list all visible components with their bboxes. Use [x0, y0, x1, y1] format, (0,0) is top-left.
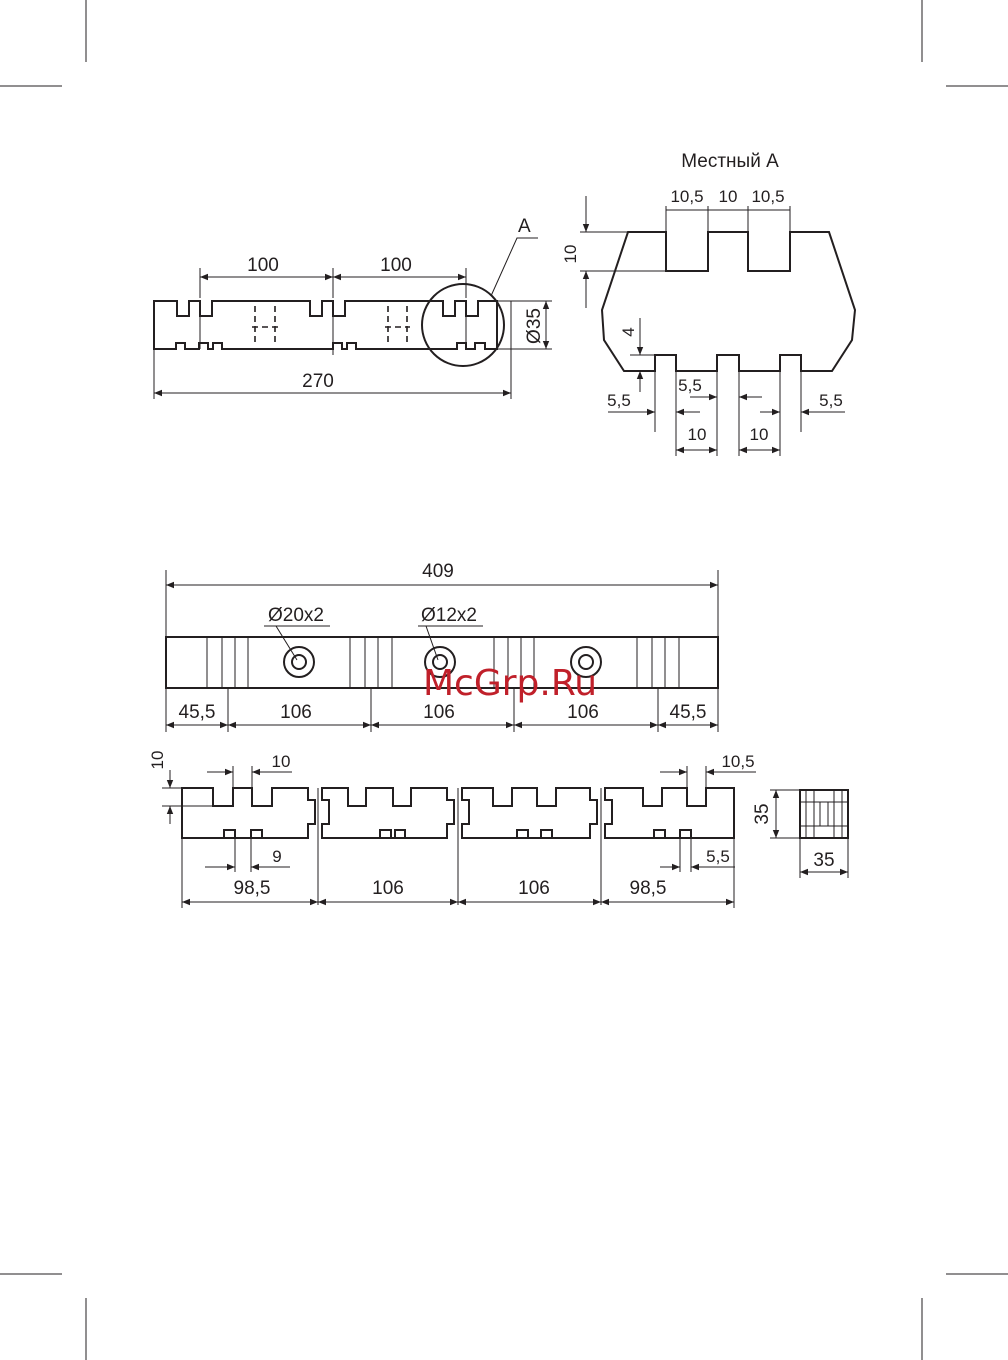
detail-a: Местный А 10,5 10 10,5 10 4 [561, 151, 855, 456]
dim-bottom-w2: 10 [750, 425, 769, 444]
dim-overall-length: 270 [302, 371, 334, 392]
watermark: McGrp.Ru [423, 663, 597, 704]
dim-plan-seg-3: 106 [423, 702, 455, 723]
callout-a-label: A [518, 216, 531, 237]
detail-a-title: Местный А [681, 151, 779, 172]
dim-top-2: 10 [719, 187, 738, 206]
dim-pitch-1: 100 [247, 255, 279, 276]
dim-front-seg-4: 98,5 [630, 878, 667, 899]
dim-bottom-w1: 10 [688, 425, 707, 444]
end-view-outline [800, 790, 848, 838]
dim-top-3: 10,5 [751, 187, 784, 206]
detail-a-circle [422, 284, 504, 366]
dim-end-width: 35 [813, 850, 834, 871]
end-view: 35 35 [752, 790, 848, 878]
dim-bottom-depth: 4 [619, 327, 638, 336]
front-view: 10 10 10,5 9 5,5 98,5 106 106 [148, 751, 756, 908]
dim-diameter: Ø35 [524, 308, 545, 344]
dim-front-bottom-slot: 9 [272, 847, 281, 866]
dim-plan-overall: 409 [422, 561, 454, 582]
dim-front-seg-2: 106 [372, 878, 404, 899]
top-view-outline [154, 301, 497, 349]
dim-height: 10 [561, 245, 580, 264]
dim-right-offset: 5,5 [819, 391, 843, 410]
front-view-outline [182, 788, 315, 838]
dim-front-seg-1: 98,5 [234, 878, 271, 899]
label-hole-small: Ø12x2 [421, 605, 477, 626]
dim-front-seg-3: 106 [518, 878, 550, 899]
label-hole-large: Ø20x2 [268, 605, 324, 626]
dim-end-height: 35 [752, 803, 773, 824]
dim-plan-seg-5: 45,5 [670, 702, 707, 723]
top-view: A 100 100 270 Ø35 [154, 216, 552, 399]
dim-mid-offset: 5,5 [678, 376, 702, 395]
dim-front-slot-width-right: 10,5 [721, 752, 754, 771]
dim-plan-seg-4: 106 [567, 702, 599, 723]
dim-left-offset: 5,5 [607, 391, 631, 410]
dim-top-1: 10,5 [670, 187, 703, 206]
hidden-lines [252, 306, 410, 345]
dim-front-slot-depth: 10 [148, 751, 167, 770]
plan-view: Ø20x2 Ø12x2 409 45,5 106 106 106 45,5 [166, 561, 718, 732]
dim-front-bottom-offset: 5,5 [706, 847, 730, 866]
dim-plan-seg-1: 45,5 [179, 702, 216, 723]
dim-pitch-2: 100 [380, 255, 412, 276]
dim-front-slot-width: 10 [272, 752, 291, 771]
dim-plan-seg-2: 106 [280, 702, 312, 723]
